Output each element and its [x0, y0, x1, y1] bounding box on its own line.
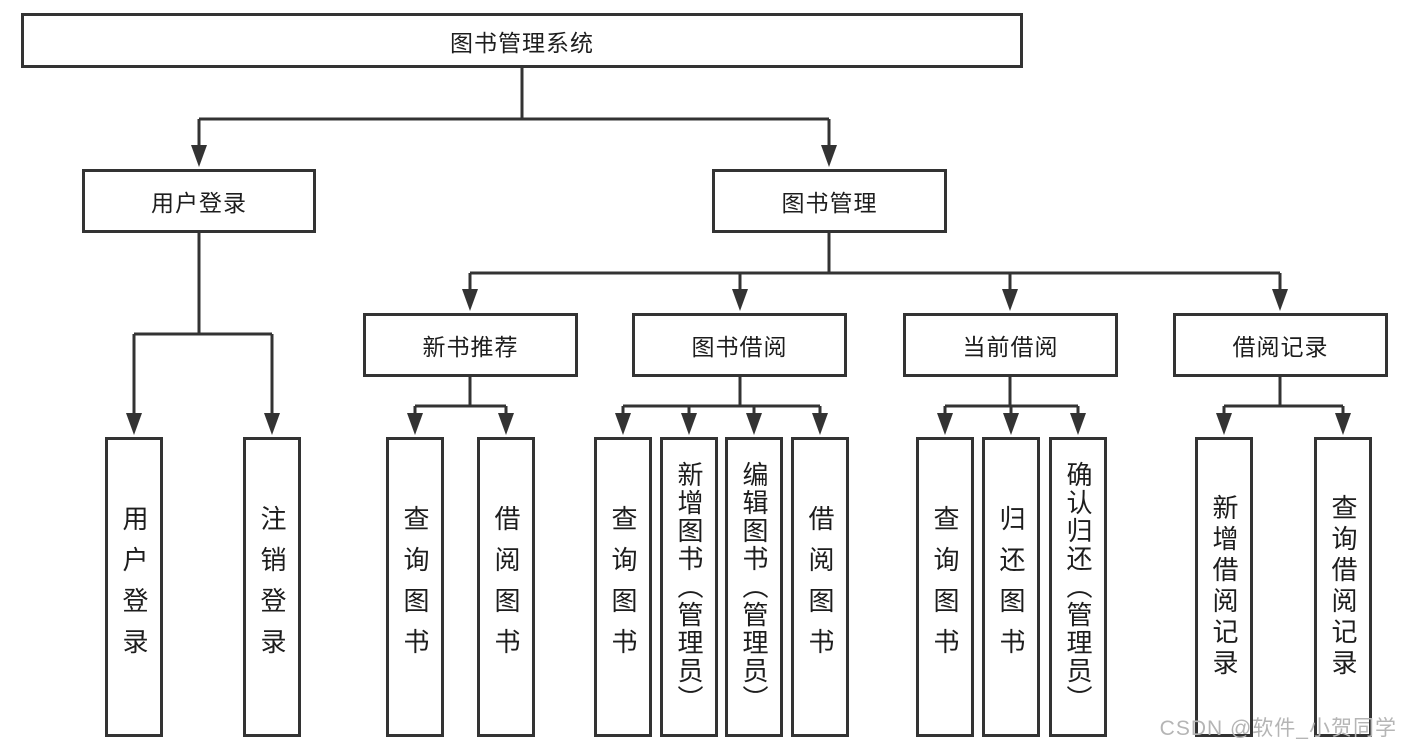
node-current-borrow-label: 当前借阅: [962, 334, 1059, 360]
leaf-query-books-recommend-label: 查询图书: [400, 505, 431, 669]
leaf-add-borrow-record: 新增借阅记录: [1195, 437, 1253, 737]
leaf-return-books: 归还图书: [982, 437, 1040, 737]
node-user-login-label: 用户登录: [151, 190, 247, 216]
leaf-confirm-return-admin: 确认归还（管理员）: [1049, 437, 1107, 737]
leaf-add-books-admin: 新增图书（管理员）: [660, 437, 718, 737]
leaf-query-books-current-label: 查询图书: [930, 505, 961, 669]
leaf-borrow-books-recommend: 借阅图书: [477, 437, 535, 737]
node-borrow-record-label: 借阅记录: [1232, 334, 1329, 360]
leaf-query-books-borrow-label: 查询图书: [608, 505, 639, 669]
node-new-book-recommend-label: 新书推荐: [422, 334, 519, 360]
arrowheads: [126, 145, 1351, 435]
leaf-user-login-label: 用户登录: [119, 505, 150, 669]
node-book-management-label: 图书管理: [781, 190, 878, 216]
leaf-logout: 注销登录: [243, 437, 301, 737]
leaf-query-books-current: 查询图书: [916, 437, 974, 737]
node-book-management: 图书管理: [712, 169, 947, 233]
csdn-watermark: CSDN @软件_小贺同学: [1159, 717, 1397, 740]
node-new-book-recommend: 新书推荐: [363, 313, 578, 377]
leaf-add-borrow-record-label: 新增借阅记录: [1209, 494, 1240, 680]
leaf-user-login: 用户登录: [105, 437, 163, 737]
leaf-add-books-admin-label: 新增图书（管理员）: [674, 461, 705, 713]
leaf-query-books-borrow: 查询图书: [594, 437, 652, 737]
leaf-logout-label: 注销登录: [257, 505, 288, 669]
node-user-login: 用户登录: [82, 169, 316, 233]
leaf-edit-books-admin: 编辑图书（管理员）: [725, 437, 783, 737]
leaf-borrow-books-recommend-label: 借阅图书: [491, 505, 522, 669]
node-root: 图书管理系统: [21, 13, 1023, 68]
leaf-query-borrow-record-label: 查询借阅记录: [1328, 494, 1359, 680]
leaf-edit-books-admin-label: 编辑图书（管理员）: [739, 461, 770, 713]
leaf-confirm-return-admin-label: 确认归还（管理员）: [1063, 461, 1094, 713]
leaf-query-borrow-record: 查询借阅记录: [1314, 437, 1372, 737]
leaf-return-books-label: 归还图书: [996, 505, 1027, 669]
node-book-borrow: 图书借阅: [632, 313, 847, 377]
node-current-borrow: 当前借阅: [903, 313, 1118, 377]
node-borrow-record: 借阅记录: [1173, 313, 1388, 377]
leaf-query-books-recommend: 查询图书: [386, 437, 444, 737]
leaf-borrow-books-label: 借阅图书: [805, 505, 836, 669]
node-book-borrow-label: 图书借阅: [691, 334, 788, 360]
leaf-borrow-books: 借阅图书: [791, 437, 849, 737]
node-root-label: 图书管理系统: [450, 29, 594, 56]
